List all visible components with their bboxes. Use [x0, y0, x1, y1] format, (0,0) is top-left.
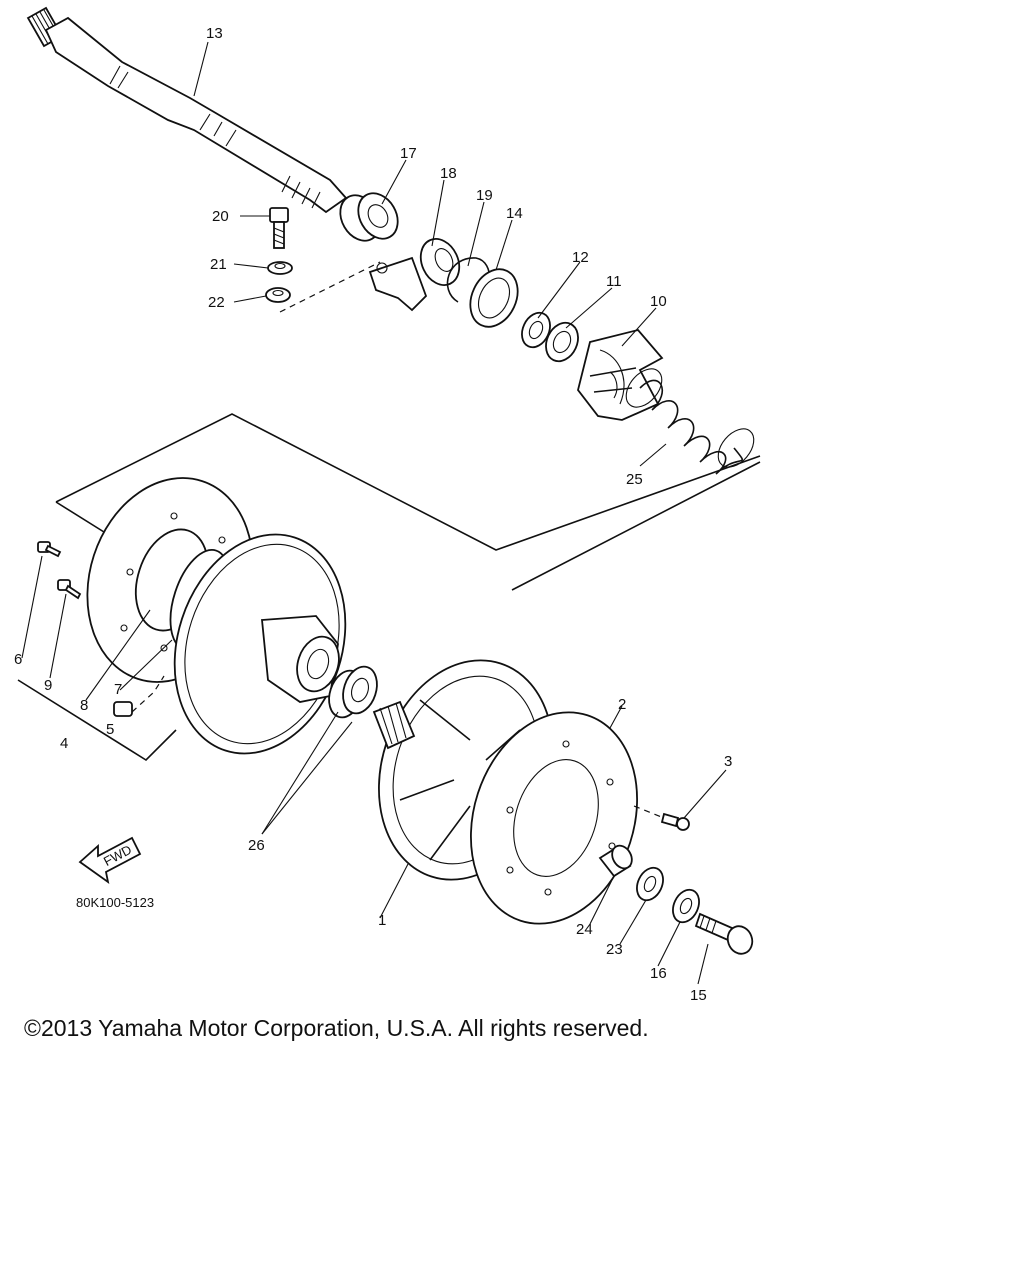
callout-5: 5 — [106, 721, 114, 738]
sliding-sheave[interactable] — [147, 512, 372, 776]
callout-17: 17 — [400, 145, 417, 162]
callout-14: 14 — [506, 205, 523, 222]
callout-25: 25 — [626, 471, 643, 488]
callout-20: 20 — [212, 208, 229, 225]
spring-part-25[interactable] — [619, 362, 761, 475]
callout-24: 24 — [576, 921, 593, 938]
washer-part-21[interactable] — [267, 261, 293, 275]
disc-part-2[interactable] — [445, 691, 664, 946]
cam-part-10[interactable] — [577, 328, 664, 421]
callout-23: 23 — [606, 941, 623, 958]
callout-9: 9 — [44, 677, 52, 694]
callout-15: 15 — [690, 987, 707, 1004]
callout-7: 7 — [114, 681, 122, 698]
callout-6: 6 — [14, 651, 22, 668]
callout-13: 13 — [206, 25, 223, 42]
diagram-code: 80K100-5123 — [76, 895, 154, 910]
bolt-part-20[interactable] — [269, 207, 289, 249]
screw-part-9[interactable] — [57, 579, 82, 600]
callout-10: 10 — [650, 293, 667, 310]
bracket-part-18[interactable] — [368, 233, 466, 312]
callout-16: 16 — [650, 965, 667, 982]
callout-18: 18 — [440, 165, 457, 182]
washer-part-16[interactable] — [668, 886, 704, 927]
bolt-part-15[interactable] — [694, 912, 756, 957]
callout-4: 4 — [60, 735, 68, 752]
callout-21: 21 — [210, 256, 227, 273]
washer-part-12[interactable] — [517, 308, 556, 352]
fwd-arrow-icon: FWD — [78, 836, 142, 885]
shaft-part-13[interactable] — [26, 6, 348, 214]
copyright-notice: ©2013 Yamaha Motor Corporation, U.S.A. A… — [24, 1015, 649, 1041]
callout-26: 26 — [248, 837, 265, 854]
leader-lines — [21, 41, 727, 985]
callout-2: 2 — [618, 696, 626, 713]
screw-part-6[interactable] — [37, 541, 62, 558]
callout-19: 19 — [476, 187, 493, 204]
callout-11: 11 — [606, 273, 622, 290]
washer-part-22[interactable] — [265, 287, 291, 303]
callout-22: 22 — [208, 294, 225, 311]
exploded-parts-diagram: FWD 80K100-5123 1 2 3 4 5 6 7 8 9 10 11 … — [14, 6, 761, 1004]
bushing-part-26[interactable] — [323, 662, 382, 722]
collar-part-24[interactable] — [598, 842, 636, 878]
callout-12: 12 — [572, 249, 589, 266]
ring-part-14[interactable] — [461, 262, 526, 335]
callout-3: 3 — [724, 753, 732, 770]
nut-part-5[interactable] — [113, 675, 165, 717]
callout-labels: 1 2 3 4 5 6 7 8 9 10 11 12 13 14 15 16 1… — [14, 25, 732, 1004]
callout-1: 1 — [378, 912, 386, 929]
screw-part-3[interactable] — [633, 805, 690, 831]
bearing-part-17[interactable] — [332, 186, 405, 248]
callout-8: 8 — [80, 697, 88, 714]
washer-part-23[interactable] — [632, 864, 668, 905]
